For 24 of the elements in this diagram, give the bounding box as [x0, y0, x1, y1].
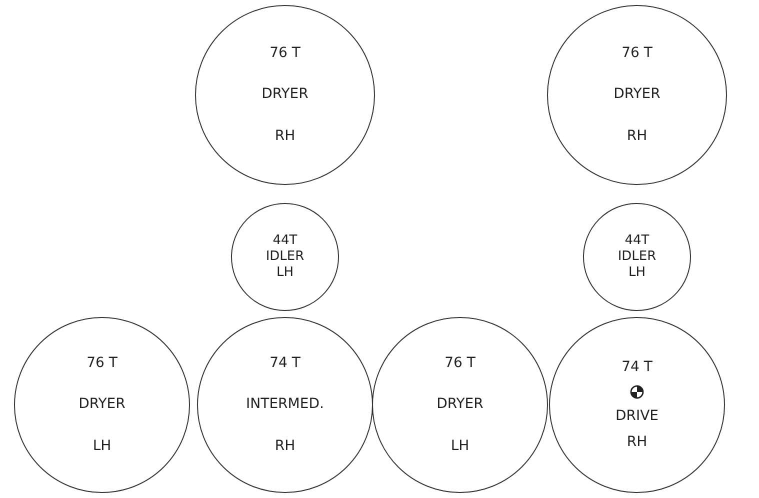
gear-label: INTERMED.	[246, 397, 324, 413]
gear-label: LH	[628, 266, 646, 280]
gear-label: DRYER	[614, 87, 660, 103]
gear-label: LH	[450, 438, 470, 454]
gear-label: 76 T	[444, 356, 476, 372]
gear-label: 74 T	[270, 356, 300, 372]
gear-label: IDLER	[618, 250, 656, 264]
gear-label: 44T	[624, 234, 650, 248]
gear-label: DRYER	[78, 397, 126, 413]
gear-label: DRIVE	[615, 409, 659, 425]
gear-label: 76 T	[270, 46, 300, 62]
gear-label: 74 T	[622, 360, 652, 376]
gear-label: 76 T	[622, 46, 652, 62]
gear-label: 76 T	[86, 356, 118, 372]
gear-label: 44T	[272, 234, 298, 248]
gear-label: LH	[276, 266, 294, 280]
gear-label: RH	[626, 128, 648, 144]
gear-label: DRYER	[262, 87, 308, 103]
gear-label: RH	[626, 434, 648, 450]
gear-label: LH	[92, 438, 112, 454]
gear-label: RH	[274, 128, 296, 144]
gear-label: RH	[274, 438, 296, 454]
gear-label: IDLER	[266, 250, 304, 264]
gear-label: DRYER	[436, 397, 484, 413]
